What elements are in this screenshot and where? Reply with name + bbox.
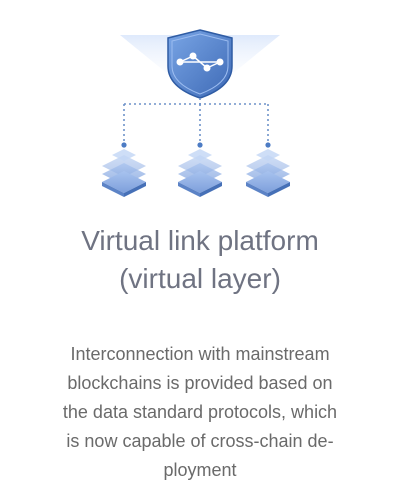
title-line-2: (virtual layer) [119,263,281,294]
connector-dot-left [121,142,127,148]
virtual-link-diagram [102,29,290,197]
description-line: ployment [163,460,237,480]
node-stack-icon [246,149,290,197]
title-line-1: Virtual link platform [81,225,319,256]
description-line: blockchains is provided based on [67,373,333,393]
node-stack-icon [178,149,222,197]
dotted-connectors [123,98,269,142]
description-line: is now capable of cross-chain de- [66,431,334,451]
description-line: the data standard protocols, which [62,402,338,422]
connector-dot-right [265,142,271,148]
network-nodes-icon [176,52,224,72]
connector-dot-center [197,142,203,148]
section-description: Interconnection with mainstream blockcha… [28,340,372,485]
section-title: Virtual link platform (virtual layer) [0,222,400,298]
node-stack-icon [102,149,146,197]
description-line: Interconnection with mainstream [70,344,330,364]
